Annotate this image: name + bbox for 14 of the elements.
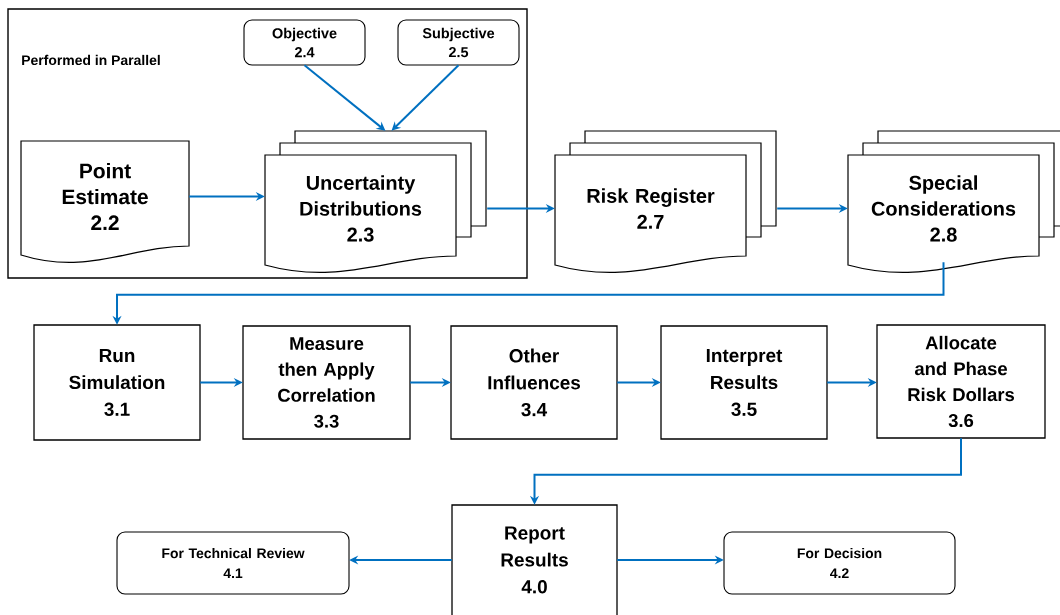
process-box: Allocate and Phase Risk Dollars 3.6: [876, 324, 1046, 439]
rounded-box: For Technical Review 4.1: [116, 531, 350, 595]
rounded-box: Objective 2.4: [243, 19, 366, 66]
process-box: Run Simulation 3.1: [33, 324, 201, 441]
document-stack: Risk Register 2.7: [554, 130, 777, 274]
process-box: Interpret Results 3.5: [660, 325, 828, 440]
process-box: Report Results 4.0: [451, 504, 618, 615]
document-stack: Uncertainty Distributions 2.3: [264, 130, 487, 274]
arrow: [391, 64, 460, 131]
document-stack: Special Considerations 2.8: [847, 130, 1060, 274]
process-box: Measure then Apply Correlation 3.3: [242, 325, 411, 440]
process-box: Other Influences 3.4: [450, 325, 618, 440]
rounded-box: Subjective 2.5: [397, 19, 520, 66]
rounded-box: For Decision 4.2: [723, 531, 956, 595]
